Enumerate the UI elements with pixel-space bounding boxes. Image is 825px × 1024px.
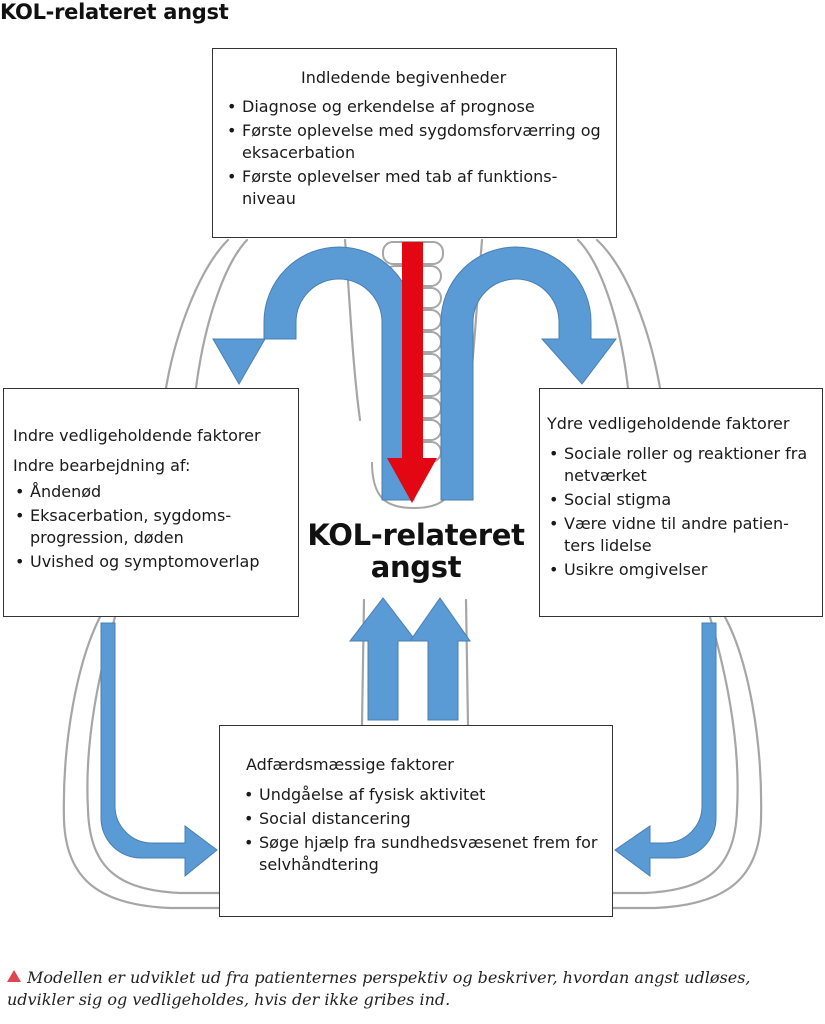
box-behavioral-factors: Adfærdsmæssige faktorer Undgåelse af fys…	[219, 725, 613, 917]
list-item: Undgåelse af fysisk aktivitet	[242, 784, 602, 806]
list-item: Første oplevelse med sygdomsforværring o…	[225, 120, 604, 164]
box-heading: Ydre vedligeholdende faktorer	[547, 414, 790, 433]
arrow-elbow-left	[100, 622, 218, 878]
list-item: Søge hjælp fra sundhedsvæsenet frem for …	[242, 832, 602, 876]
box-heading: Adfærdsmæssige faktorer	[246, 755, 454, 774]
list-item: Usikre omgivelser	[547, 559, 814, 581]
box-heading: Indre vedligeholdende faktorer	[13, 426, 261, 445]
arrow-red-down	[387, 242, 437, 503]
bullet-list: Åndenød Eksacerbation, sygdoms-progressi…	[13, 481, 290, 573]
box-heading: Indledende begivenheder	[301, 68, 507, 87]
list-item: Være vidne til andre patien-ters lidelse	[547, 513, 814, 557]
center-label: KOL-relateret angst	[307, 518, 525, 584]
arrow-curve-left	[212, 246, 415, 501]
list-item: Eksacerbation, sygdoms-progression, døde…	[13, 505, 290, 549]
box-initial-events: Indledende begivenheder Diagnose og erke…	[212, 48, 617, 238]
list-item: Uvished og symptomoverlap	[13, 551, 290, 573]
arrow-curve-right	[440, 246, 618, 501]
list-item: Social distancering	[242, 808, 602, 830]
arrow-elbow-right	[614, 622, 717, 877]
arrow-up-right	[409, 597, 471, 721]
caption-text: Modellen er udviklet ud fra patienternes…	[7, 968, 751, 1009]
arrow-up-left	[348, 597, 418, 721]
caption: Modellen er udviklet ud fra patienternes…	[7, 967, 787, 1011]
box-external-factors: Ydre vedligeholdende faktorer Sociale ro…	[539, 388, 823, 617]
list-item: Første oplevelser med tab af funktions-n…	[225, 166, 604, 210]
page-title: KOL-relateret angst	[0, 0, 229, 24]
list-item: Social stigma	[547, 489, 814, 511]
bullet-list: Undgåelse af fysisk aktivitet Social dis…	[242, 784, 602, 876]
box-subheading: Indre bearbejdning af:	[13, 456, 191, 475]
list-item: Sociale roller og reaktioner fra netværk…	[547, 443, 814, 487]
red-triangle-icon	[7, 970, 21, 982]
bullet-list: Sociale roller og reaktioner fra netværk…	[547, 443, 814, 581]
box-internal-factors: Indre vedligeholdende faktorer Indre bea…	[3, 388, 299, 617]
list-item: Diagnose og erkendelse af prognose	[225, 96, 604, 118]
list-item: Åndenød	[13, 481, 290, 503]
bullet-list: Diagnose og erkendelse af prognose Først…	[225, 96, 604, 210]
